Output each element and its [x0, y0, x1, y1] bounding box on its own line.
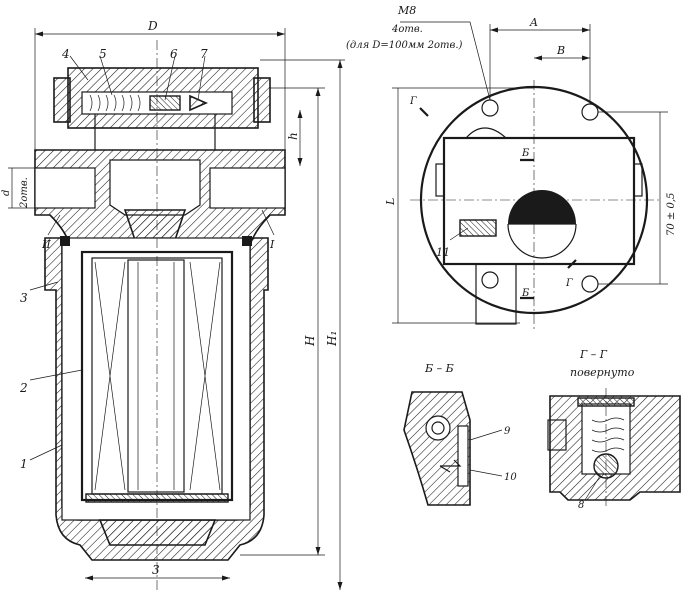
- dim-70-label: 70 ± 0,5: [666, 193, 677, 236]
- detail-BB-title: Б – Б: [424, 362, 454, 375]
- section-G-right: Г: [565, 278, 573, 289]
- head-body: [442, 136, 636, 266]
- spring-5: [89, 94, 141, 112]
- part-6-label: 6: [170, 47, 178, 61]
- detail-GG-subtitle: повернуто: [570, 366, 635, 379]
- indicator-11: [459, 219, 497, 237]
- detail-BB-body: [403, 391, 471, 506]
- part-5-label: 5: [99, 47, 107, 61]
- dim-bottom-label: 3: [152, 563, 160, 577]
- bolt-hole: [481, 271, 499, 289]
- thread-label: M8: [397, 4, 416, 17]
- central-cavity: [109, 159, 201, 216]
- dim-D-label: D: [147, 19, 158, 33]
- port-II-label: II: [41, 238, 51, 251]
- part-2-label: 2: [19, 381, 28, 395]
- valve-cap: [465, 127, 507, 139]
- bolt-hole: [581, 103, 599, 121]
- detail-BB: [403, 391, 503, 506]
- part-10-label: 10: [504, 472, 517, 483]
- dim-H1-label: H₁: [325, 331, 339, 347]
- dim-A-label: A: [529, 16, 538, 29]
- dim-2otv-label: 2отв.: [19, 177, 30, 209]
- seal-left: [60, 236, 70, 246]
- dim-H-label: H: [303, 335, 317, 347]
- dim-B-label: В: [556, 44, 565, 57]
- filter-core: [127, 259, 185, 493]
- dim-d-label: d: [1, 190, 12, 196]
- section-B-bottom: Б: [521, 288, 530, 299]
- part-1-label: 1: [20, 457, 28, 471]
- section-view: [8, 28, 345, 590]
- part-3-label: 3: [20, 291, 28, 305]
- port-I-label: I: [269, 238, 275, 251]
- indicator-disk: [508, 190, 576, 224]
- outlet-stub: [475, 263, 517, 325]
- part-11-label: 11: [436, 246, 450, 259]
- right-plug: [253, 77, 271, 123]
- detail-GG-title: Г – Г: [579, 348, 608, 361]
- left-plug: [53, 77, 71, 123]
- part-8-label: 8: [578, 500, 584, 511]
- note-label: (для D=100мм 2отв.): [346, 40, 463, 51]
- bottom-boss: [98, 519, 217, 546]
- dim-L-label: L: [384, 198, 397, 206]
- detail-GG: [547, 388, 681, 508]
- filter-mesh-cross: [94, 261, 221, 491]
- seal-right: [242, 236, 252, 246]
- part-9-label: 9: [504, 426, 511, 437]
- bolt-hole: [581, 275, 599, 293]
- dim-h-label: h: [286, 132, 300, 140]
- plan-view: [392, 21, 668, 330]
- dimension-D: [34, 28, 286, 150]
- section-G-left: Г: [409, 96, 417, 107]
- section-B-top: Б: [521, 148, 530, 159]
- count-label: 4отв.: [391, 24, 423, 35]
- bolt-hole: [481, 99, 499, 117]
- outlet-channel: [209, 167, 286, 209]
- inlet-channel: [34, 167, 96, 209]
- central-stem: [123, 209, 187, 241]
- part-4-label: 4: [61, 47, 70, 61]
- part-7-label: 7: [200, 47, 208, 61]
- valve-plunger-6: [149, 95, 181, 111]
